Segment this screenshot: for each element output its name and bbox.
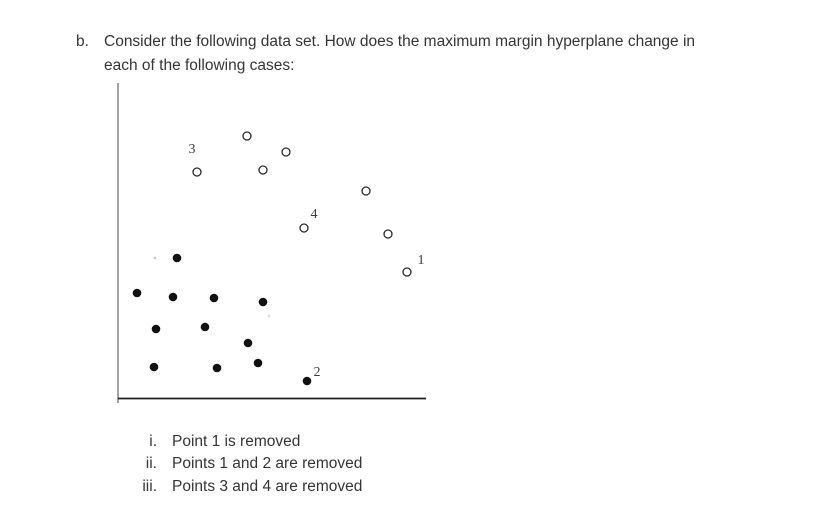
- scatter-point-open-circle: [192, 167, 202, 177]
- case-text: Point 1 is removed: [172, 433, 301, 450]
- case-list: i. Point 1 is removed ii. Points 1 and 2…: [100, 431, 362, 498]
- question-text: Consider the following data set. How doe…: [104, 30, 695, 78]
- scatter-point-open-circle: [299, 223, 309, 233]
- scatter-plot-svg: 1 2 3 4: [117, 83, 426, 403]
- scatter-point-open-circle: [242, 131, 252, 141]
- scatter-point-filled-circle: [200, 322, 210, 332]
- case-text: Points 1 and 2 are removed: [172, 455, 363, 473]
- case-text: Points 3 and 4 are removed: [172, 477, 363, 495]
- scatter-point-filled-circle: [172, 253, 182, 263]
- scatter-plot-figure: 1 2 3 4: [110, 80, 440, 415]
- point-label-4: 4: [311, 207, 318, 222]
- scatter-point-open-circle: [402, 267, 412, 277]
- case-numeral: iii.: [142, 477, 157, 495]
- scatter-point-filled-circle: [151, 324, 161, 334]
- scatter-point-open-circle: [361, 186, 371, 196]
- faint-mark: [267, 314, 271, 318]
- question-item-label: b.: [76, 33, 89, 50]
- scatter-point-filled-circle: [168, 292, 178, 302]
- scatter-point-filled-circle: [243, 338, 253, 348]
- question-text-line-1: Consider the following data set. How doe…: [104, 33, 696, 50]
- case-numeral: i.: [149, 433, 157, 450]
- question-block: b. Consider the following data set. How …: [76, 30, 695, 78]
- scatter-point-open-circle: [258, 165, 268, 175]
- scatter-point-filled-circle: [258, 297, 268, 307]
- scatter-point-filled-circle: [212, 363, 222, 373]
- point-label-3: 3: [189, 142, 196, 157]
- scatter-point-filled-circle: [302, 376, 312, 386]
- point-label-1: 1: [418, 253, 425, 268]
- scatter-point-open-circle: [383, 229, 393, 239]
- case-row: ii. Points 1 and 2 are removed: [100, 453, 363, 475]
- case-numeral: ii.: [145, 455, 157, 473]
- case-row: iii. Points 3 and 4 are removed: [100, 476, 362, 498]
- case-row: i. Point 1 is removed: [100, 431, 362, 453]
- scatter-point-open-circle: [281, 147, 291, 157]
- faint-mark: [153, 256, 157, 260]
- scatter-point-filled-circle: [149, 362, 159, 372]
- point-label-2: 2: [314, 365, 321, 380]
- scatter-point-filled-circle: [132, 288, 142, 298]
- question-text-line-2: each of the following cases:: [104, 57, 295, 74]
- scatter-point-filled-circle: [209, 293, 219, 303]
- scatter-point-filled-circle: [253, 358, 263, 368]
